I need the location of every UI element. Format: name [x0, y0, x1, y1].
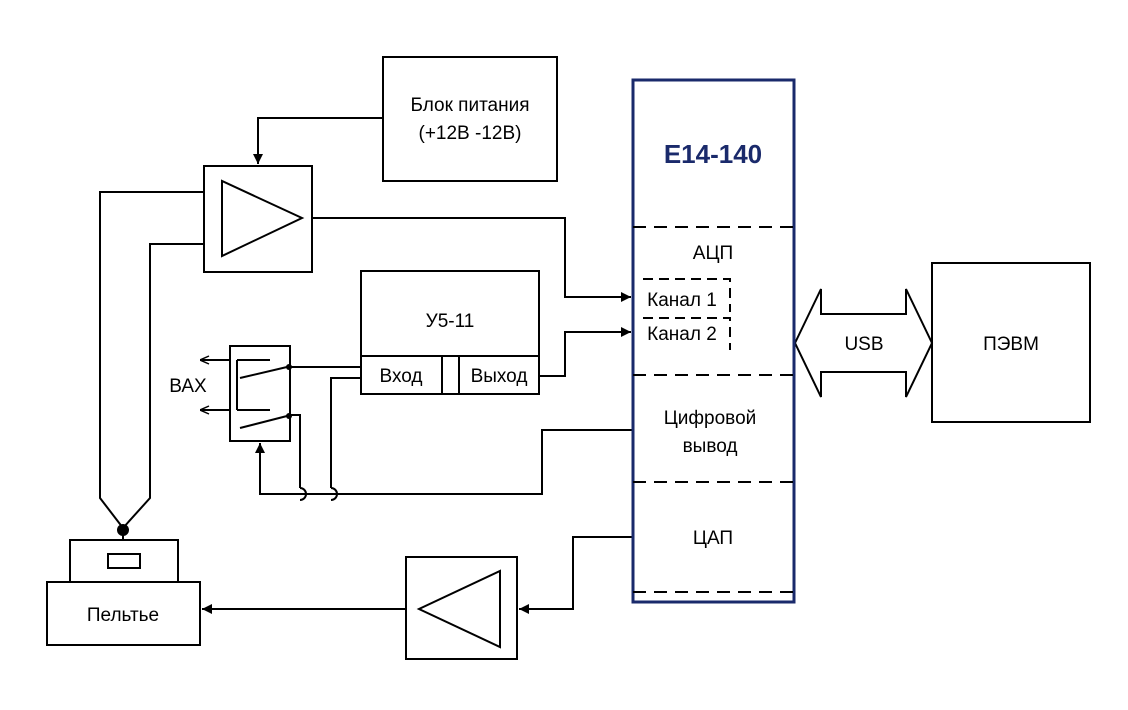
preamp-triangle — [221, 179, 305, 258]
dac-output-line — [519, 536, 633, 614]
sample-element — [107, 553, 141, 569]
switch-to-sample-line — [290, 414, 301, 488]
channel1-frame — [643, 278, 731, 312]
peltier-label: Пельтье — [87, 605, 159, 626]
thermocouple-lead-left — [99, 191, 204, 529]
daq-title: E14-140 — [664, 139, 762, 169]
switch-blade-bottom — [239, 415, 288, 429]
thermocouple-lead-right — [122, 243, 204, 529]
switch-blade-top — [239, 366, 288, 379]
power-supply-label-line1: Блок питания — [410, 95, 529, 116]
power-line — [253, 117, 383, 164]
switch-block — [229, 345, 291, 442]
preamp-block — [203, 165, 313, 273]
u5-11-output-label: Выход — [471, 366, 528, 387]
usb-label: USB — [844, 334, 883, 355]
preamp-output-line — [312, 217, 631, 302]
power-supply-label-line2: (+12В -12В) — [419, 123, 522, 144]
u5-11-output-line — [539, 327, 631, 377]
power-supply-block — [382, 56, 558, 182]
usb-double-arrow — [793, 288, 934, 398]
peltier-block — [46, 581, 201, 646]
daq-channel1-label: Канал 1 — [647, 290, 717, 311]
switch-terminal-bottom — [286, 413, 292, 419]
daq-adc-label: АЦП — [693, 243, 733, 264]
u5-11-input-port — [360, 355, 443, 395]
pc-label: ПЭВМ — [983, 334, 1039, 355]
digital-output-line — [255, 429, 633, 495]
channel2-frame — [643, 317, 731, 350]
input-to-sample-line — [330, 377, 361, 488]
u5-11-title: У5-11 — [426, 311, 475, 332]
power-amp-triangle — [416, 569, 501, 649]
u5-11-input-label: Вход — [380, 366, 423, 387]
daq-digital-label-line1: Цифровой — [664, 408, 757, 429]
sample-holder — [69, 539, 179, 583]
daq-digital-label-line2: вывод — [683, 436, 738, 457]
u5-11-block — [360, 270, 540, 395]
daq-block — [631, 78, 796, 604]
switch-terminal-top — [286, 364, 292, 370]
daq-channel2-label: Канал 2 — [647, 324, 717, 345]
daq-dac-label: ЦАП — [693, 528, 733, 549]
switch-label: ВАХ — [169, 376, 207, 397]
thermocouple-junction-dot — [117, 524, 129, 536]
